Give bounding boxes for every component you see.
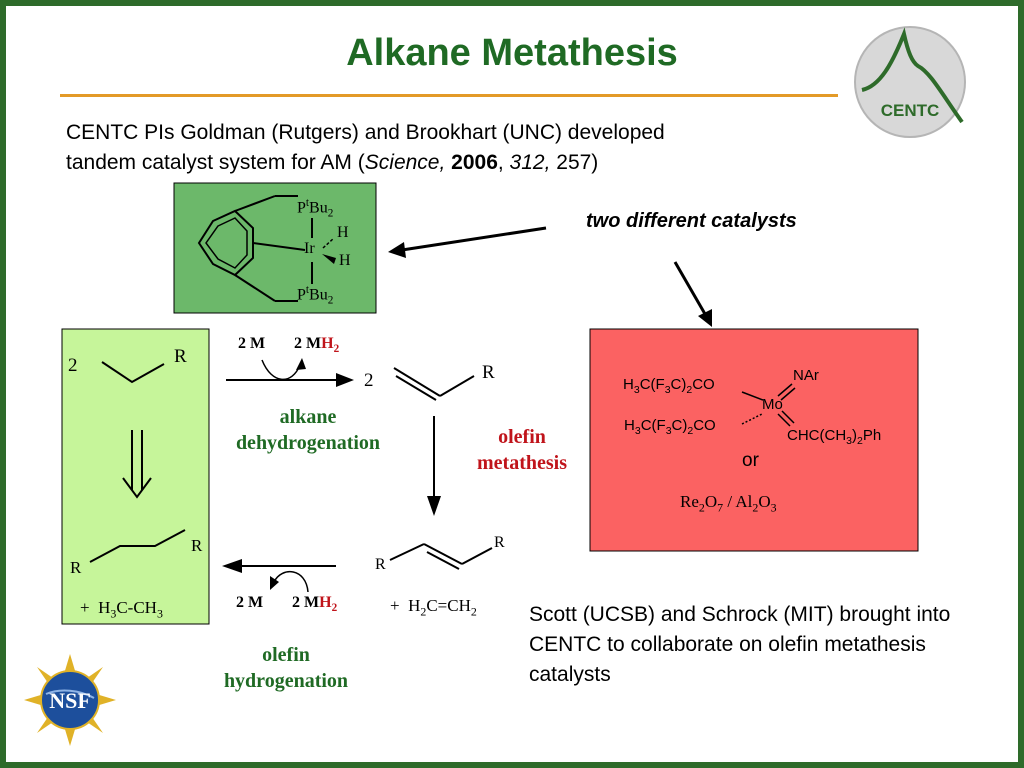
alkane-r-group: R	[174, 346, 187, 367]
centc-logo-text: CENTC	[881, 101, 940, 120]
product-r-right: R	[191, 536, 203, 555]
step1-product-h2: 2 MH2	[294, 335, 340, 356]
pub-volume: 312,	[509, 151, 551, 174]
alkane-box	[61, 328, 210, 625]
title-underline	[60, 94, 838, 97]
intro-line-2: tandem catalyst system for AM (Science, …	[66, 151, 599, 174]
mo-ligand-2: H3C(F3C)2CO	[624, 417, 716, 437]
alkylidene-ligand: CHC(CH3)2Ph	[787, 427, 882, 447]
rhenium-catalyst: Re2O7 / Al2O3	[680, 492, 777, 515]
step3-catalyst: 2 M	[236, 594, 264, 611]
catalyst-or: or	[742, 450, 759, 471]
ethane-product: + H3C-CH3	[80, 598, 163, 621]
intro-paragraph: CENTC PIs Goldman (Rutgers) and Brookhar…	[66, 118, 826, 178]
ethylene-product: + H2C=CH2	[390, 596, 477, 619]
hydride-1: H	[337, 224, 349, 241]
journal-name: Science,	[364, 151, 446, 174]
collaboration-text: Scott (UCSB) and Schrock (MIT) brought i…	[529, 603, 951, 686]
two-catalysts-label: two different catalysts	[586, 210, 797, 232]
ir-bottom-ligand: PtBu2	[297, 284, 334, 307]
pub-pages: 257)	[556, 151, 599, 174]
product-r-left: R	[70, 558, 82, 577]
internal-olefin-r-left: R	[375, 556, 386, 573]
mo-ligand-1: H3C(F3C)2CO	[623, 376, 715, 396]
ir-top-ligand: PtBu2	[297, 197, 334, 220]
slide-title: Alkane Metathesis	[346, 32, 678, 74]
molybdenum-metal: Mo	[762, 396, 783, 413]
ir-catalyst-box	[173, 182, 377, 314]
pub-year: 2006	[451, 151, 498, 174]
centc-logo: CENTC	[854, 26, 966, 138]
olefin-r-group: R	[482, 362, 495, 383]
intro-line-1: CENTC PIs Goldman (Rutgers) and Brookhar…	[66, 121, 665, 144]
metathesis-catalyst-box	[589, 328, 919, 552]
imido-ligand: NAr	[793, 367, 819, 384]
benzene-ring	[197, 209, 254, 277]
hydride-2: H	[339, 252, 351, 269]
step3-reagent-h2: 2 MH2	[292, 594, 338, 615]
iridium-metal: Ir	[304, 240, 315, 257]
olefin-coefficient: 2	[364, 370, 374, 391]
internal-olefin-r-right: R	[494, 534, 505, 551]
nsf-logo: NSF	[24, 654, 116, 746]
alkane-coefficient: 2	[68, 355, 78, 376]
nsf-logo-text: NSF	[49, 688, 91, 713]
step1-catalyst: 2 M	[238, 335, 266, 352]
